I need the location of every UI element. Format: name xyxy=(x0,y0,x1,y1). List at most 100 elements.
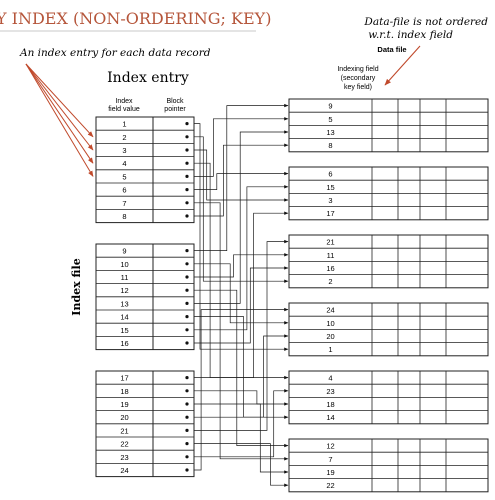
index-field-value: 3 xyxy=(122,146,126,155)
index-field-value: 24 xyxy=(120,466,128,475)
data-file-annotation-arrow xyxy=(384,45,421,86)
entry-annotation-arrow xyxy=(25,63,94,138)
data-indexing-value: 19 xyxy=(326,468,334,477)
block-pointer-dot xyxy=(185,188,189,192)
data-file-note-line2: w.r.t. index field xyxy=(368,29,453,41)
data-indexing-value: 1 xyxy=(328,345,332,354)
data-indexing-value: 23 xyxy=(326,387,334,396)
tables: 1234567891011121314151617181920212223249… xyxy=(95,98,489,493)
block-pointer-dot xyxy=(185,415,189,419)
index-field-value: 7 xyxy=(122,199,126,208)
index-field-value: 20 xyxy=(120,413,128,422)
block-pointer-dot xyxy=(185,135,189,139)
data-indexing-value: 5 xyxy=(328,115,332,124)
index-field-value: 21 xyxy=(120,426,128,435)
data-col-line3: key field) xyxy=(344,84,372,91)
entry-annotation-arrow xyxy=(25,63,94,151)
index-field-value: 22 xyxy=(120,440,128,449)
block-pointer-dot xyxy=(185,455,189,459)
block-pointer-line xyxy=(187,253,289,278)
block-pointer-line xyxy=(187,211,289,378)
data-col-line1: Indexing field xyxy=(337,66,378,73)
data-indexing-value: 21 xyxy=(326,238,334,247)
data-indexing-value: 3 xyxy=(328,196,332,205)
block-pointer-line xyxy=(187,103,289,251)
block-pointer-line xyxy=(187,239,289,431)
entry-annotation-arrow xyxy=(25,63,94,164)
block-pointer-line xyxy=(187,263,289,325)
index-field-value: 13 xyxy=(120,299,128,308)
block-pointer-line xyxy=(187,403,289,474)
block-pointer-line xyxy=(187,202,289,461)
index-field-value: 9 xyxy=(122,247,126,256)
index-field-value: 5 xyxy=(122,172,126,181)
index-field-value: 18 xyxy=(120,387,128,396)
block-pointer-dot xyxy=(185,214,189,218)
index-field-value: 8 xyxy=(122,212,126,221)
block-pointer-dot xyxy=(185,122,189,126)
index-field-value: 10 xyxy=(120,260,128,269)
block-pointer-line xyxy=(187,316,289,419)
block-pointer-dot xyxy=(185,389,189,393)
data-indexing-value: 2 xyxy=(328,277,332,286)
data-indexing-value: 15 xyxy=(326,183,334,192)
data-indexing-value: 17 xyxy=(326,209,334,218)
block-pointer-dot xyxy=(185,288,189,292)
block-pointer-line xyxy=(187,443,289,487)
block-pointer-line xyxy=(187,185,289,331)
block-pointer-dot xyxy=(185,442,189,446)
block-pointer-dot xyxy=(185,328,189,332)
block-pointer-line xyxy=(187,171,289,190)
index-col1-line2: field value xyxy=(108,106,140,113)
data-indexing-value: 7 xyxy=(328,455,332,464)
data-file-note-line1: Data-file is not ordered xyxy=(363,16,488,28)
index-col1-line1: Index xyxy=(115,98,133,105)
block-pointer-line xyxy=(187,162,289,380)
index-field-value: 23 xyxy=(120,453,128,462)
block-pointer-line xyxy=(187,130,289,304)
block-pointer-dot xyxy=(185,161,189,165)
slide-title: Y INDEX (NON-ORDERING; KEY) xyxy=(0,9,271,28)
block-pointer-line xyxy=(187,390,289,406)
block-pointer-dot xyxy=(185,262,189,266)
data-indexing-value: 14 xyxy=(326,413,334,422)
block-pointer-line xyxy=(187,389,289,458)
block-pointer-line xyxy=(187,266,289,344)
data-indexing-value: 13 xyxy=(326,128,334,137)
index-field-value: 1 xyxy=(122,120,126,129)
data-indexing-value: 10 xyxy=(326,319,334,328)
index-field-value: 17 xyxy=(120,374,128,383)
index-field-value: 19 xyxy=(120,400,128,409)
block-pointer-dot xyxy=(185,341,189,345)
block-pointer-dot xyxy=(185,315,189,319)
index-field-value: 14 xyxy=(120,313,128,322)
index-file-label: Index file xyxy=(70,258,83,315)
block-pointer-line xyxy=(187,117,289,177)
block-pointer-dot xyxy=(185,468,189,472)
block-pointer-dot xyxy=(185,148,189,152)
block-pointer-dot xyxy=(185,201,189,205)
index-field-value: 12 xyxy=(120,286,128,295)
data-indexing-value: 22 xyxy=(326,481,334,490)
block-pointer-line xyxy=(187,334,289,418)
block-pointer-line xyxy=(187,136,289,283)
data-indexing-value: 6 xyxy=(328,170,332,179)
data-indexing-value: 16 xyxy=(326,264,334,273)
index-entry-heading: Index entry xyxy=(107,70,189,86)
block-pointer-line xyxy=(187,143,289,217)
data-file-label: Data file xyxy=(377,45,406,54)
block-pointer-line xyxy=(187,289,289,448)
data-indexing-value: 24 xyxy=(326,306,334,315)
index-field-value: 11 xyxy=(121,273,129,282)
index-field-value: 6 xyxy=(122,186,126,195)
data-indexing-value: 9 xyxy=(328,102,332,111)
block-pointer-dot xyxy=(185,174,189,178)
data-indexing-value: 11 xyxy=(327,251,335,260)
block-pointer-dot xyxy=(185,428,189,432)
index-col2-line1: Block xyxy=(166,98,184,105)
block-pointer-dot xyxy=(185,376,189,380)
block-pointer-line xyxy=(187,123,289,351)
index-field-value: 15 xyxy=(120,326,128,335)
